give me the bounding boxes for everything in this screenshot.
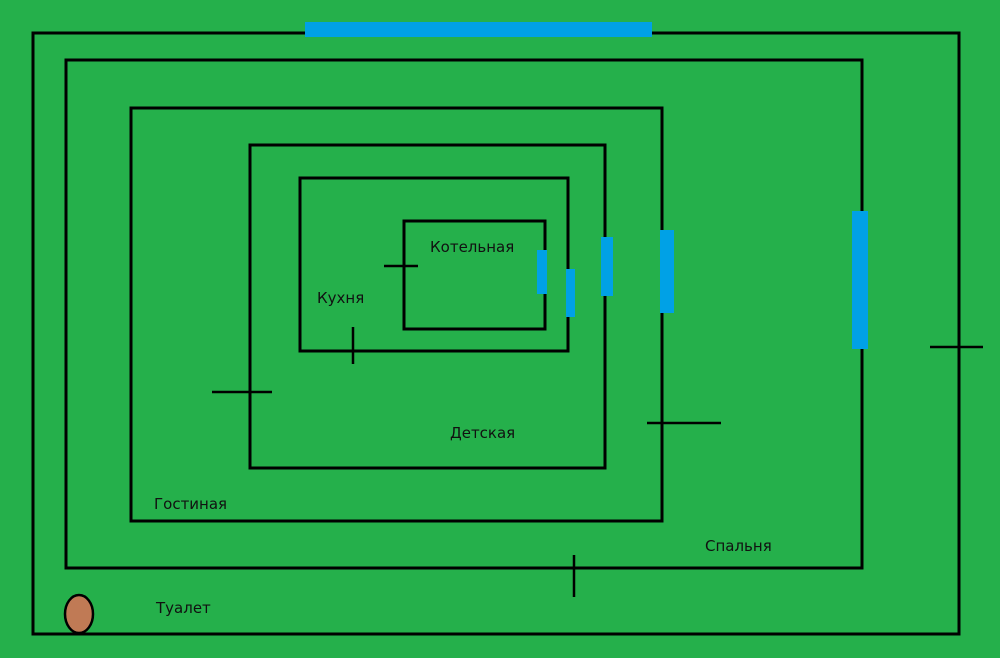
room-label-tualet: Туалет	[155, 599, 211, 617]
wall-kukhnya	[298, 176, 570, 353]
window-gostinaya	[660, 230, 674, 313]
window-top	[305, 22, 652, 37]
outer-house-area	[31, 31, 961, 636]
room-label-kukhnya: Кухня	[317, 289, 364, 307]
toilet-icon	[63, 593, 95, 635]
room-label-kotelnaya: Котельная	[430, 238, 514, 256]
room-label-spalnya: Спальня	[705, 537, 772, 555]
window-kotelnaya	[537, 250, 547, 294]
window-detskaya	[601, 237, 613, 296]
room-label-gostinaya: Гостиная	[154, 495, 227, 513]
room-label-detskaya: Детская	[450, 424, 515, 442]
window-kukhnya	[566, 269, 575, 317]
wall-gostinaya	[129, 106, 664, 523]
window-spalnya	[852, 211, 868, 349]
wall-detskaya	[248, 143, 607, 470]
wall-spalnya	[64, 58, 864, 570]
